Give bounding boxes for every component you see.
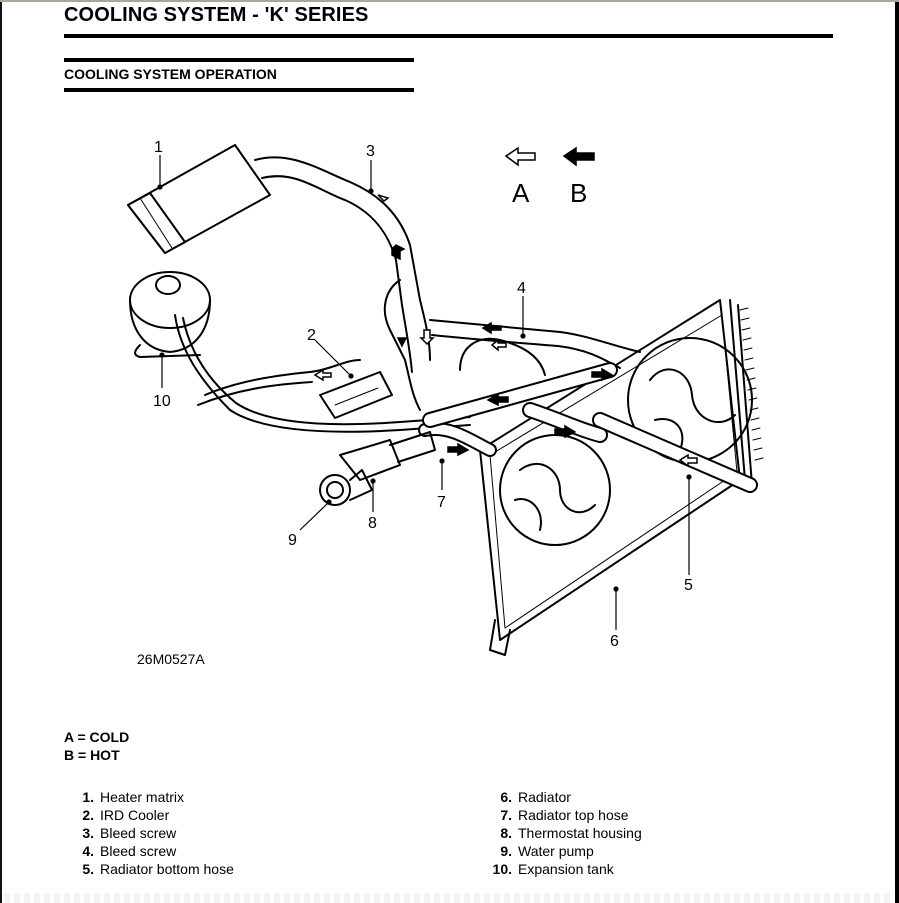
section-rule-top <box>64 58 414 62</box>
part-number: 8. <box>500 825 512 841</box>
expansion-tank <box>129 271 211 358</box>
hot-arrow-icon <box>554 424 577 439</box>
legend-letter-a: A <box>512 178 530 208</box>
cold-arrow-icon <box>678 453 698 468</box>
cold-arrow-icon <box>419 329 435 346</box>
radiator-fins <box>739 307 764 461</box>
hot-arrow-icon <box>396 337 408 348</box>
page-title: COOLING SYSTEM - 'K' SERIES <box>64 4 369 26</box>
part-number: 2. <box>82 807 94 823</box>
flow-legend: A B <box>504 146 595 208</box>
part-item: 4. Bleed screw <box>70 842 234 860</box>
key-cold: A = COLD <box>64 729 130 745</box>
part-name: Expansion tank <box>518 861 614 877</box>
water-pump <box>319 469 373 506</box>
part-item: 2. IRD Cooler <box>70 806 234 824</box>
part-name: Radiator bottom hose <box>100 861 234 877</box>
page-bottom-edge <box>4 893 894 903</box>
part-item: 9. Water pump <box>488 842 642 860</box>
part-item: 6. Radiator <box>488 788 642 806</box>
part-number: 1. <box>82 789 94 805</box>
part-name: Thermostat housing <box>518 825 642 841</box>
callout-3: 3 <box>366 143 375 160</box>
bleed-hose <box>429 319 641 376</box>
page-left-border <box>0 2 2 903</box>
solid-arrow-left-icon <box>562 146 595 167</box>
part-number: 5. <box>82 861 94 877</box>
callout-5: 5 <box>684 577 693 594</box>
section-title: COOLING SYSTEM OPERATION <box>64 66 277 82</box>
title-rule <box>64 34 833 38</box>
page-right-border <box>895 2 899 903</box>
legend-letter-b: B <box>570 178 587 208</box>
hot-arrow-icon <box>447 442 470 457</box>
callout-10: 10 <box>153 393 171 410</box>
ird-cooler <box>319 371 393 419</box>
part-number: 7. <box>500 807 512 823</box>
cold-arrow-icon <box>313 368 332 382</box>
callout-8: 8 <box>368 515 377 532</box>
part-item: 5. Radiator bottom hose <box>70 860 234 878</box>
heater-hoses <box>254 156 431 411</box>
callout-2: 2 <box>307 327 316 344</box>
part-item: 7. Radiator top hose <box>488 806 642 824</box>
part-number: 4. <box>82 843 94 859</box>
radiator-hoses <box>418 362 758 493</box>
section-rule-bottom <box>64 88 414 92</box>
part-name: Bleed screw <box>100 843 177 859</box>
cold-arrow-icon <box>490 338 507 352</box>
callout-7: 7 <box>437 494 446 511</box>
part-item: 3. Bleed screw <box>70 824 234 842</box>
hot-arrow-icon <box>481 321 502 335</box>
part-name: Bleed screw <box>100 825 177 841</box>
part-name: Radiator top hose <box>518 807 629 823</box>
heater-matrix <box>127 144 271 254</box>
window-top-border <box>0 0 899 2</box>
parts-list-right: 6. Radiator 7. Radiator top hose 8. Thermos… <box>488 788 642 878</box>
thermostat-housing <box>339 431 436 481</box>
callout-1: 1 <box>154 139 163 156</box>
part-number: 9. <box>500 843 512 859</box>
hot-arrow-icon <box>391 244 406 261</box>
part-item: 1. Heater matrix <box>70 788 234 806</box>
part-name: IRD Cooler <box>100 807 170 823</box>
part-name: Radiator <box>518 789 571 805</box>
hot-arrow-icon <box>591 367 614 382</box>
key-hot: B = HOT <box>64 747 120 763</box>
flow-arrows <box>313 194 698 468</box>
part-name: Water pump <box>518 843 594 859</box>
cold-arrow-icon <box>377 194 390 202</box>
part-item: 8. Thermostat housing <box>488 824 642 842</box>
part-number: 6. <box>500 789 512 805</box>
callout-9: 9 <box>288 532 297 549</box>
callout-4: 4 <box>517 280 526 297</box>
parts-list-left: 1. Heater matrix 2. IRD Cooler 3. Bleed scr… <box>70 788 234 878</box>
callout-6: 6 <box>610 633 619 650</box>
cooling-fans <box>499 337 753 546</box>
hollow-arrow-left-icon <box>504 146 536 167</box>
hot-arrow-icon <box>486 392 509 407</box>
part-name: Heater matrix <box>100 789 185 805</box>
part-number: 3. <box>82 825 94 841</box>
temperature-key: A = COLD B = HOT <box>64 728 129 764</box>
figure-id: 26M0527A <box>137 651 205 667</box>
part-item: 10. Expansion tank <box>488 860 642 878</box>
part-number: 10. <box>492 861 512 877</box>
tank-hoses <box>174 314 471 433</box>
callout-leaders <box>157 155 692 630</box>
